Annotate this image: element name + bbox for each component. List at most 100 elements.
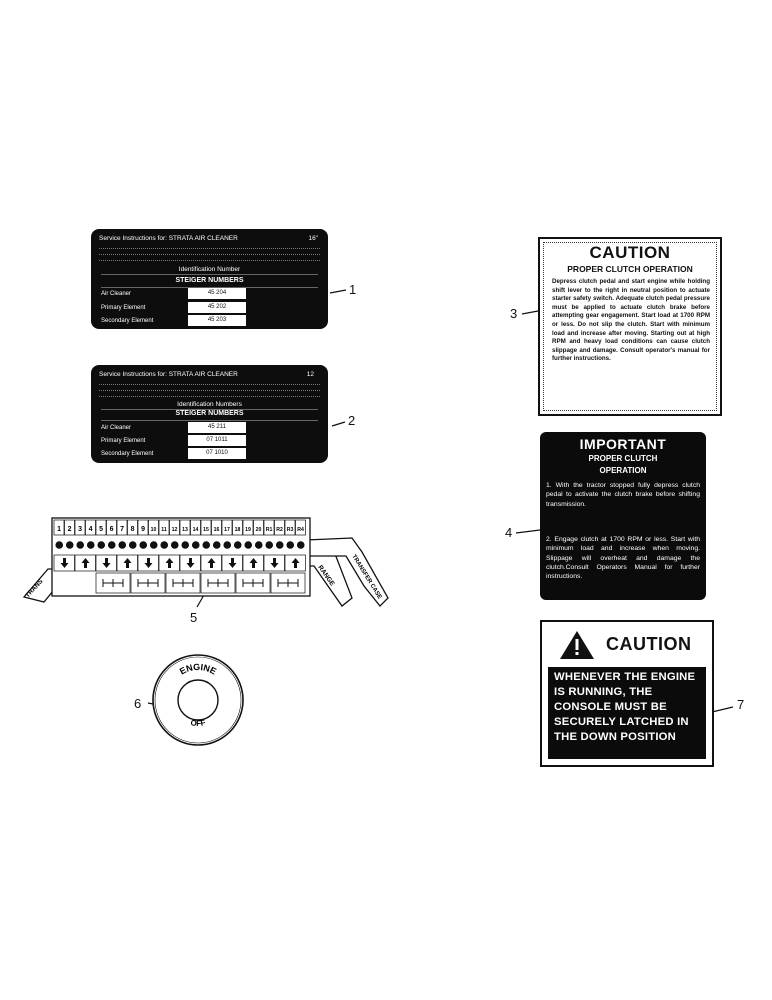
service-instructions: Service Instructions for: STRATA AIR CLE… (99, 371, 238, 378)
gear-position-icon (65, 541, 74, 549)
gear-number: 1 (57, 526, 61, 533)
gear-number-cell (284, 519, 296, 536)
gear-position-icon (244, 541, 253, 549)
arrow-down-icon (186, 558, 195, 568)
gear-number: 16 (214, 527, 220, 533)
gear-number: 10 (151, 527, 157, 533)
arrow-up-icon (291, 558, 300, 568)
caution-body: Depress clutch pedal and start engine wh… (552, 278, 710, 363)
gear-position-icon (212, 541, 221, 549)
callout-3: 3 (510, 306, 518, 321)
gear-position-icon (286, 541, 295, 549)
caution-title: CAUTION (606, 634, 692, 654)
filter-size: 16" (308, 235, 318, 242)
gear-number-cell (179, 519, 191, 536)
important-subtitle-2: OPERATION (599, 466, 647, 475)
important-subtitle-1: PROPER CLUTCH (588, 454, 658, 463)
filter-size: 12 (306, 371, 314, 378)
warning-triangle-icon (560, 631, 594, 659)
service-instructions: Service Instructions for: STRATA AIR CLE… (99, 235, 238, 242)
gear-number-cell (253, 519, 264, 536)
gear-number-cell (53, 519, 65, 536)
gear-number-cell (95, 519, 107, 536)
shift-pattern-row (95, 572, 306, 594)
callout-6: 6 (134, 696, 142, 711)
gear-position-icon (97, 541, 106, 549)
callout-2: 2 (348, 413, 356, 428)
identification-label: Identification Number (178, 266, 241, 273)
gear-number: 7 (120, 526, 124, 533)
gear-position-icon (254, 541, 263, 549)
arrow-up-icon (207, 558, 216, 568)
caution-clutch-decal: CAUTION PROPER CLUTCH OPERATION Depress … (538, 237, 722, 416)
shift-gate-icon (277, 579, 299, 587)
gear-position-icon (128, 541, 137, 549)
off-label: OFF (190, 718, 207, 728)
gear-number-cell (169, 519, 180, 536)
gear-number-cell (295, 519, 306, 536)
gear-position-icon (265, 541, 274, 549)
arrow-up-icon (165, 558, 174, 568)
engine-off-decal: ENGINE OFF (152, 654, 244, 746)
callout-1: 1 (349, 282, 357, 297)
gear-position-icon (275, 541, 284, 549)
gear-number-cell (116, 519, 128, 536)
gear-number-cell (137, 519, 149, 536)
gear-number-cell (274, 519, 285, 536)
gear-position-icon (118, 541, 127, 549)
row-label: Air Cleaner (101, 425, 132, 431)
important-step-1: 1. With the tractor stopped fully depres… (546, 482, 700, 508)
gear-position-icon (139, 541, 148, 549)
gear-number: R2 (276, 527, 283, 533)
gear-number-cell (148, 519, 159, 536)
gear-position-icon (223, 541, 232, 549)
gear-number-cell (211, 519, 222, 536)
gear-number-cell (74, 519, 86, 536)
arrow-up-icon (249, 558, 258, 568)
arrow-down-icon (144, 558, 153, 568)
row-label: Secondary Element (101, 318, 154, 324)
steiger-numbers-label: STEIGER NUMBERS (175, 277, 244, 284)
gear-number: R3 (287, 527, 294, 533)
message-line: SECURELY LATCHED IN (554, 716, 689, 728)
air-cleaner-decal-12: Service Instructions for: STRATA AIR CLE… (91, 365, 328, 463)
steiger-numbers-label: STEIGER NUMBERS (175, 410, 244, 417)
gear-number: 8 (131, 526, 135, 533)
part-number: 45 204 (188, 288, 246, 299)
air-cleaner-decal-16: Service Instructions for: STRATA AIR CLE… (91, 229, 328, 329)
gear-number: 5 (99, 526, 103, 533)
row-label: Air Cleaner (101, 291, 132, 297)
gear-number: 6 (110, 526, 114, 533)
gear-position-icon (86, 541, 95, 549)
gear-position-icon (149, 541, 158, 549)
gear-position-icon (170, 541, 179, 549)
gear-position-icon (107, 541, 116, 549)
gear-number: 9 (141, 526, 145, 533)
shift-gate-icon (172, 579, 194, 587)
gear-number: 11 (161, 527, 167, 533)
message-line: CONSOLE MUST BE (554, 701, 667, 713)
row-label: Primary Element (101, 438, 146, 444)
callout-7: 7 (737, 697, 745, 712)
shift-gate-icon (207, 579, 229, 587)
gear-position-icon (55, 541, 64, 549)
identification-label: Identification Numbers (177, 401, 242, 408)
gear-number: R1 (266, 527, 273, 533)
gear-position-icon (233, 541, 242, 549)
gear-number: 2 (68, 526, 72, 533)
important-title: IMPORTANT (579, 436, 667, 452)
caution-message: WHENEVER THE ENGINE IS RUNNING, THE CONS… (548, 667, 706, 759)
arrow-up-icon (81, 558, 90, 568)
gear-number-cell (106, 519, 117, 536)
message-line: WHENEVER THE ENGINE (554, 671, 696, 683)
gear-number-cell (242, 519, 254, 536)
arrow-down-icon (102, 558, 111, 568)
gear-number: 19 (245, 527, 251, 533)
gear-number: 14 (193, 527, 199, 533)
gear-number: 12 (172, 527, 178, 533)
part-number: 07 1010 (188, 448, 246, 459)
row-label: Primary Element (101, 305, 146, 311)
gear-number: 15 (203, 527, 209, 533)
